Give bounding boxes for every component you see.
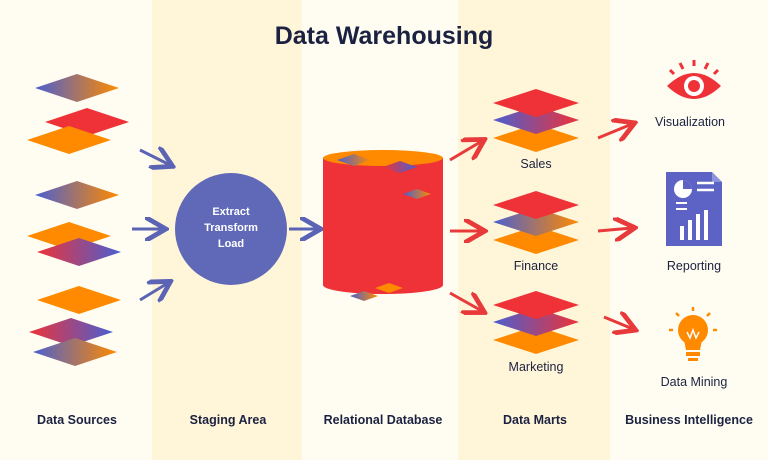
etl-label: Extract Transform Load [175,204,287,252]
report-document-icon [666,172,722,246]
arrow-marketing-to-data-mining [603,317,633,329]
data-mining-label: Data Mining [660,375,728,389]
column-label-staging-area: Staging Area [189,413,267,427]
data-source-stack-2 [27,181,121,266]
data-source-stack-3 [29,286,121,366]
page-title: Data Warehousing [274,22,494,50]
eye-icon [667,60,721,99]
lightbulb-icon [669,307,717,361]
etl-circle [175,173,287,285]
finance-label: Finance [513,259,559,273]
column-label-data-sources: Data Sources [37,413,117,427]
etl-transform: Transform [204,222,258,234]
column-label-relational-database: Relational Database [323,413,443,427]
etl-load: Load [217,238,245,250]
data-source-stack-1 [27,74,129,154]
arrow-database-to-sales [449,141,482,162]
arrow-source1-to-etl [139,150,170,165]
arrow-database-to-marketing [449,291,482,311]
sales-stack-icon [493,89,579,152]
visualization-label: Visualization [655,115,725,129]
database-cylinder-icon [323,150,443,301]
reporting-label: Reporting [666,259,722,273]
sales-label: Sales [520,157,552,171]
arrow-source3-to-etl [139,283,168,300]
finance-stack-icon [493,191,579,254]
arrow-sales-to-visualization [597,124,632,138]
marketing-stack-icon [493,291,579,354]
etl-extract: Extract [212,206,250,218]
column-label-business-intelligence: Business Intelligence [625,413,753,427]
column-label-data-marts: Data Marts [503,413,567,427]
arrow-finance-to-reporting [597,228,632,231]
marketing-label: Marketing [508,360,564,374]
